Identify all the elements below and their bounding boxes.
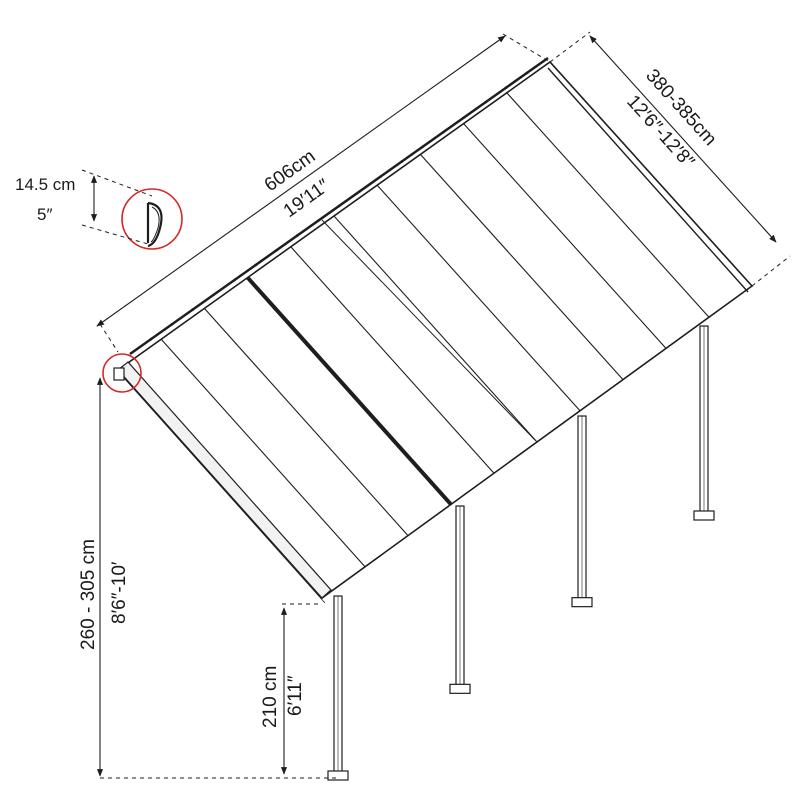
- post-foot: [571, 597, 593, 608]
- panel-divider: [160, 338, 366, 568]
- depth-dimension: 380-385cm 12′6″-12′8″: [549, 31, 791, 287]
- wall-screw: [254, 263, 257, 267]
- depth-dim-arrow: [589, 35, 777, 243]
- wall-screw: [442, 130, 445, 134]
- post: [327, 595, 349, 781]
- post-foot: [449, 683, 471, 694]
- gutter-inner-edge: [123, 377, 326, 604]
- gutter-metric-label: 14.5 cm: [15, 175, 75, 194]
- wall-screw: [149, 337, 153, 341]
- height-metric-label: 260 - 305 cm: [78, 539, 99, 650]
- height-imperial-label: 8′6″-10′: [109, 561, 130, 624]
- height-dimension: 260 - 305 cm 8′6″-10′: [78, 377, 336, 779]
- depth-ext-top: [549, 31, 591, 63]
- low-height-metric-label: 210 cm: [260, 666, 281, 728]
- post-foot: [327, 770, 349, 781]
- low-height-dimension: 210 cm 6′11″: [260, 603, 322, 775]
- depth-ext-bottom: [751, 255, 791, 287]
- wall-screw: [400, 160, 404, 163]
- gutter-detail-circle: [121, 188, 183, 250]
- wall-screw: [212, 293, 215, 297]
- wall-screw: [379, 175, 383, 178]
- front-gutter: [117, 361, 332, 599]
- wall-screw: [525, 71, 529, 75]
- low-height-imperial-label: 6′11″: [285, 675, 306, 716]
- wall-screw: [170, 323, 174, 326]
- width-dim-arrow: [96, 35, 506, 327]
- post: [571, 415, 593, 608]
- wall-screw: [421, 145, 424, 149]
- corner-bracket: [113, 367, 125, 381]
- mid-purlin: [321, 219, 536, 441]
- post: [449, 505, 471, 694]
- gutter-dash-bottom: [81, 224, 149, 245]
- width-dimension: 606cm 19′11″: [96, 33, 551, 353]
- posts: [327, 325, 715, 781]
- wall-screw: [295, 234, 299, 237]
- wall-screw: [233, 278, 236, 282]
- gutter-detail: 14.5 cm 5″: [15, 169, 183, 250]
- wall-screw: [275, 249, 278, 252]
- wall-screw: [463, 115, 466, 119]
- post-foot: [693, 510, 715, 521]
- gutter-imperial-label: 5″: [37, 205, 52, 224]
- wall-screw: [337, 204, 341, 208]
- wall-screw: [191, 308, 194, 311]
- wall-screw: [504, 86, 508, 89]
- wall-screw: [316, 219, 320, 223]
- gutter-dash-top: [81, 169, 153, 197]
- width-ext-left: [99, 323, 119, 353]
- wall-screw: [484, 101, 487, 104]
- post: [693, 325, 715, 521]
- width-ext-right: [502, 33, 551, 63]
- wall-screw: [358, 189, 362, 193]
- corner-detail-circle: [102, 353, 142, 393]
- panel-divider: [203, 308, 409, 536]
